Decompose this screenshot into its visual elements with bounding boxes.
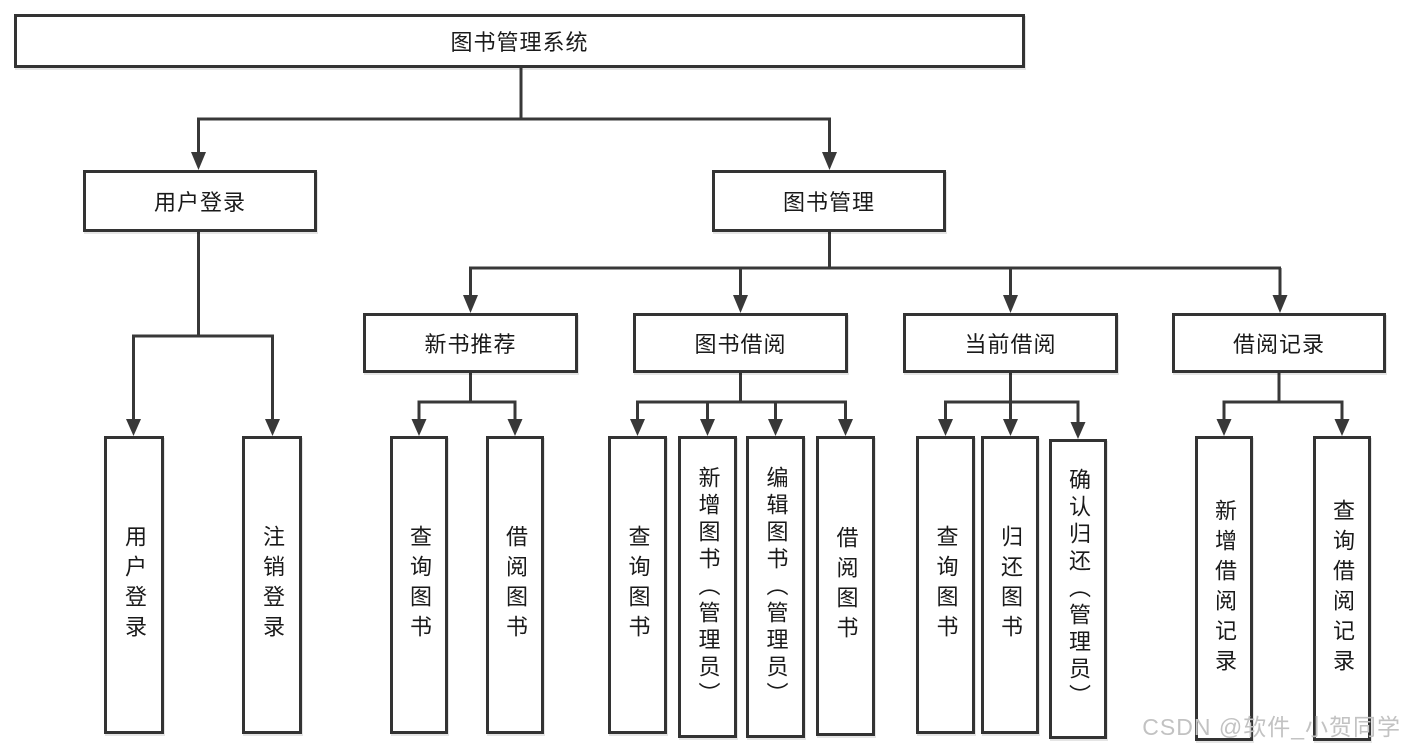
leaf-borrow-borrow-books: 借阅图书	[816, 436, 875, 736]
leaf-borrow-edit-books-admin: 编辑图书（管理员）	[746, 436, 805, 738]
leaf-current-query-books: 查询图书	[916, 436, 975, 734]
leaf-current-return-books: 归还图书	[981, 436, 1039, 734]
leaf-recommend-borrow-books-label: 借阅图书	[503, 525, 528, 645]
node-book-management-label: 图书管理	[782, 190, 875, 215]
leaf-recommend-borrow-books: 借阅图书	[486, 436, 544, 734]
leaf-borrow-query-books-label: 查询图书	[625, 525, 651, 645]
node-root-library-system: 图书管理系统	[14, 14, 1025, 68]
node-current-borrow: 当前借阅	[903, 313, 1118, 373]
node-borrow-records: 借阅记录	[1172, 313, 1386, 373]
leaf-logout: 注销登录	[242, 436, 302, 734]
leaf-current-return-books-label: 归还图书	[998, 525, 1023, 645]
node-root-label: 图书管理系统	[450, 30, 589, 55]
leaf-current-confirm-return-admin: 确认归还（管理员）	[1049, 439, 1107, 739]
leaf-records-add-record: 新增借阅记录	[1195, 436, 1253, 741]
node-book-borrow: 图书借阅	[633, 313, 848, 373]
leaf-logout-label: 注销登录	[260, 525, 285, 645]
leaf-borrow-edit-books-admin-label: 编辑图书（管理员）	[763, 465, 789, 709]
leaf-current-query-books-label: 查询图书	[933, 525, 959, 645]
leaf-user-login: 用户登录	[104, 436, 164, 734]
node-book-borrow-label: 图书借阅	[694, 332, 787, 357]
leaf-records-query-record: 查询借阅记录	[1313, 436, 1371, 741]
node-book-management: 图书管理	[712, 170, 946, 232]
leaf-records-add-record-label: 新增借阅记录	[1212, 498, 1237, 679]
leaf-borrow-borrow-books-label: 借阅图书	[833, 526, 859, 646]
leaf-borrow-add-books-admin: 新增图书（管理员）	[678, 436, 737, 738]
node-user-login: 用户登录	[83, 170, 317, 232]
leaf-user-login-label: 用户登录	[122, 525, 147, 645]
node-user-login-label: 用户登录	[153, 190, 246, 215]
leaf-current-confirm-return-admin-label: 确认归还（管理员）	[1066, 467, 1091, 711]
leaf-borrow-add-books-admin-label: 新增图书（管理员）	[695, 465, 721, 709]
node-new-book-recommend-label: 新书推荐	[424, 332, 517, 357]
node-current-borrow-label: 当前借阅	[964, 332, 1057, 357]
leaf-borrow-query-books: 查询图书	[608, 436, 667, 734]
csdn-watermark: CSDN @软件_小贺同学	[1142, 714, 1401, 740]
leaf-recommend-query-books: 查询图书	[390, 436, 448, 734]
leaf-records-query-record-label: 查询借阅记录	[1330, 498, 1355, 679]
node-new-book-recommend: 新书推荐	[363, 313, 578, 373]
leaf-recommend-query-books-label: 查询图书	[407, 525, 432, 645]
node-borrow-records-label: 借阅记录	[1232, 332, 1325, 357]
